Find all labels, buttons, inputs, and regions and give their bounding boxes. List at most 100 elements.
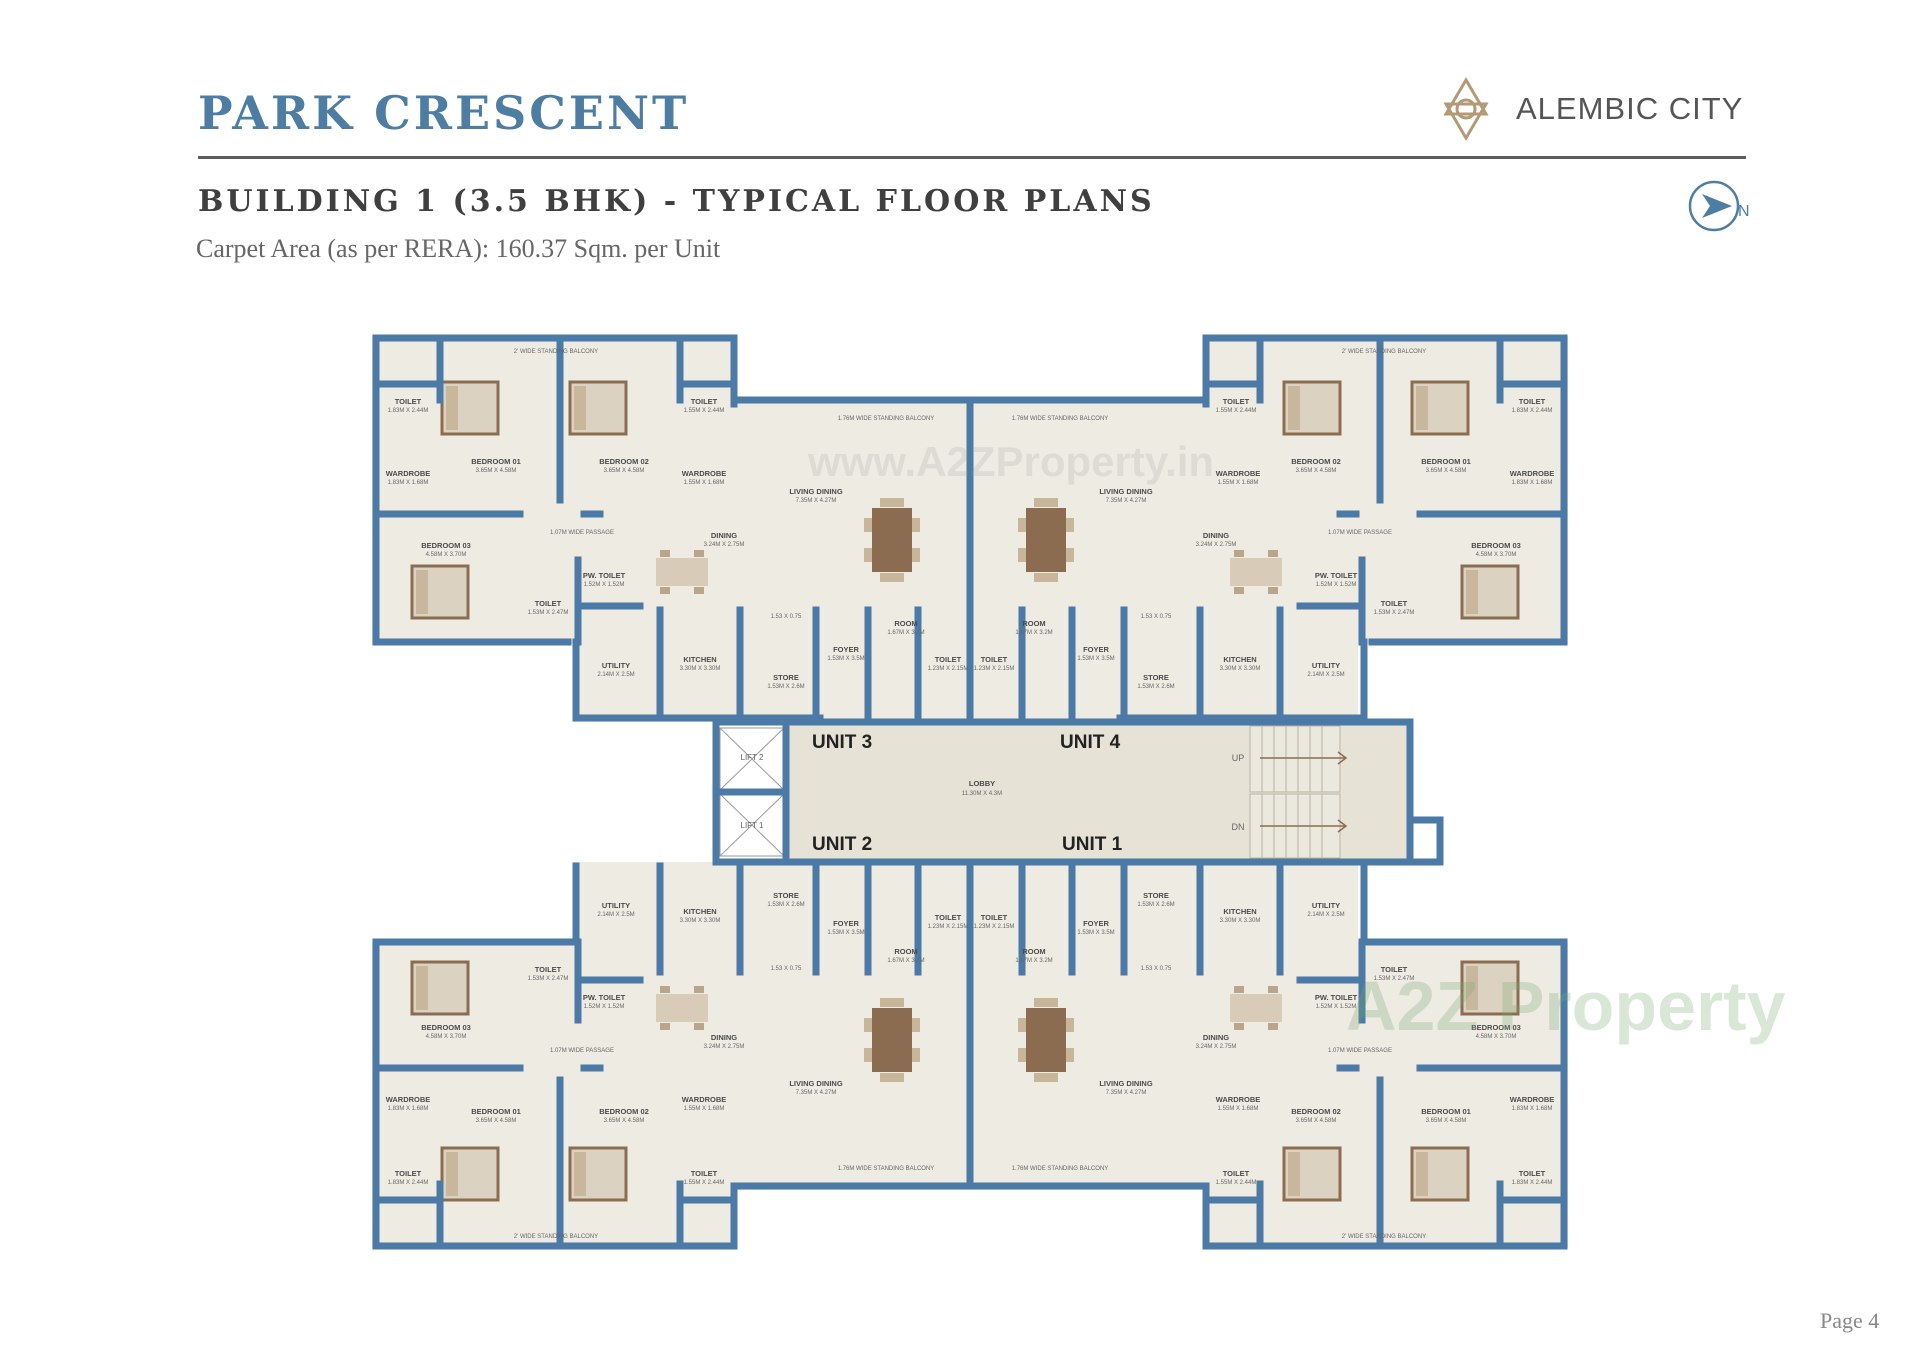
bedroom-01-label: BEDROOM 01 — [471, 1107, 521, 1116]
wardrobe-label: WARDROBE — [1510, 1095, 1555, 1104]
store-dimension: 1.53M X 2.6M — [1137, 684, 1174, 690]
toilet-label: TOILET — [535, 599, 562, 608]
toilet-label: TOILET — [981, 655, 1008, 664]
brand-name: ALEMBIC CITY — [1516, 91, 1744, 126]
foyer-label: FOYER — [1083, 645, 1109, 654]
bedroom-01-label: BEDROOM 01 — [1421, 457, 1471, 466]
toilet-dimension: 1.83M X 2.44M — [1512, 408, 1553, 414]
utility-dimension: 2.14M X 2.5M — [1307, 672, 1344, 678]
living-dimension: 7.35M X 4.27M — [796, 1090, 837, 1096]
living-dimension: 7.35M X 4.27M — [1106, 498, 1147, 504]
unit-2-rooms: STORE 1.53M X 2.6M UTILITY 2.14M X 2.5M … — [386, 891, 969, 1240]
lobby-label: LOBBY — [969, 779, 995, 788]
unit-3-label: UNIT 3 — [812, 732, 872, 753]
utility-dimension: 2.14M X 2.5M — [1307, 912, 1344, 918]
utility-dimension: 2.14M X 2.5M — [597, 912, 634, 918]
bedroom-03-dimension: 4.58M X 3.70M — [1476, 1034, 1517, 1040]
toilet-label: TOILET — [1223, 397, 1250, 406]
wardrobe-dimension: 1.83M X 1.68M — [388, 480, 429, 486]
pw-toilet-label: PW. TOILET — [1315, 993, 1358, 1002]
dining-dimension: 3.24M X 2.75M — [1196, 542, 1237, 548]
store-label: STORE — [1143, 673, 1169, 682]
wardrobe-dimension: 1.83M X 1.68M — [1512, 480, 1553, 486]
stair-dn-label: DN — [1232, 822, 1245, 832]
living-dimension: 7.35M X 4.27M — [1106, 1090, 1147, 1096]
store-dimension: 1.53M X 2.6M — [767, 902, 804, 908]
kitchen-label: KITCHEN — [683, 907, 716, 916]
brand-block: ALEMBIC CITY — [1436, 76, 1743, 142]
project-title: PARK CRESCENT — [198, 86, 690, 140]
lobby-dimension: 11.30M X 4.3M — [962, 791, 1002, 797]
alembic-star-logo-icon — [1443, 77, 1489, 141]
pw-toilet-dimension: 1.52M X 1.52M — [584, 1004, 625, 1010]
living-dining-label: LIVING DINING — [1099, 1079, 1153, 1088]
toilet-dimension: 1.53M X 2.47M — [528, 976, 569, 982]
stair-up-label: UP — [1232, 753, 1245, 763]
kitchen-dimension: 3.30M X 3.30M — [1220, 666, 1261, 672]
toilet-dimension: 1.55M X 2.44M — [1216, 408, 1257, 414]
staircase — [1249, 725, 1348, 859]
bedroom-02-label: BEDROOM 02 — [599, 1107, 649, 1116]
toilet-dimension: 1.53M X 2.47M — [1374, 976, 1415, 982]
unit-1-label: UNIT 1 — [1062, 834, 1123, 855]
pw-toilet-dimension: 1.52M X 1.52M — [1316, 1004, 1357, 1010]
passage-label: 1.07M WIDE PASSAGE — [1328, 1048, 1392, 1054]
utility-label: UTILITY — [1312, 661, 1340, 670]
store-label: STORE — [773, 673, 799, 682]
foyer-dimension: 1.53M X 3.5M — [827, 930, 864, 936]
bedroom-02-label: BEDROOM 02 — [1291, 457, 1341, 466]
passage-label: 1.07M WIDE PASSAGE — [550, 1048, 614, 1054]
bedroom-dimension: 3.65M X 4.58M — [1426, 1118, 1467, 1124]
toilet-label: TOILET — [935, 913, 962, 922]
toilet-label: TOILET — [1381, 599, 1408, 608]
pw-toilet-label: PW. TOILET — [583, 571, 626, 580]
shaft-dimension: 1.53 X 0.75 — [1141, 966, 1172, 972]
balcony-label: 2' WIDE STANDING BALCONY — [1342, 1234, 1426, 1240]
living-dining-label: LIVING DINING — [789, 487, 843, 496]
living-dining-label: LIVING DINING — [1099, 487, 1153, 496]
shaft-dimension: 1.53 X 0.75 — [771, 966, 802, 972]
watermark-bottom: A2Z Property — [1346, 967, 1786, 1045]
unit-1-rooms: STORE 1.53M X 2.6M UTILITY 2.14M X 2.5M … — [974, 891, 1555, 1240]
kitchen-label: KITCHEN — [1223, 907, 1256, 916]
unit-2-label: UNIT 2 — [812, 834, 872, 855]
store-dimension: 1.53M X 2.6M — [767, 684, 804, 690]
room-label: ROOM — [1022, 947, 1045, 956]
bedroom-dimension: 3.65M X 4.58M — [1296, 1118, 1337, 1124]
dining-label: DINING — [711, 1033, 737, 1042]
unit-4-label: UNIT 4 — [1060, 732, 1121, 753]
bedroom-01-label: BEDROOM 01 — [1421, 1107, 1471, 1116]
toilet-dimension: 1.83M X 2.44M — [1512, 1180, 1553, 1186]
bedroom-03-dimension: 4.58M X 3.70M — [426, 552, 467, 558]
carpet-area-text: Carpet Area (as per RERA): 160.37 Sqm. p… — [196, 234, 721, 263]
toilet-dimension: 1.55M X 2.44M — [684, 1180, 725, 1186]
wardrobe-dimension: 1.83M X 1.68M — [1512, 1106, 1553, 1112]
bedroom-03-dimension: 4.58M X 3.70M — [426, 1034, 467, 1040]
wardrobe-label: WARDROBE — [1216, 1095, 1261, 1104]
unit-4-rooms: 2' WIDE STANDING BALCONY TOILET 1.55M X … — [974, 349, 1555, 690]
balcony-label: 1.76M WIDE STANDING BALCONY — [838, 416, 935, 422]
foyer-label: FOYER — [833, 645, 859, 654]
bedroom-02-label: BEDROOM 02 — [599, 457, 649, 466]
toilet-label: TOILET — [935, 655, 962, 664]
bedroom-03-label: BEDROOM 03 — [421, 541, 471, 550]
foyer-label: FOYER — [833, 919, 859, 928]
toilet-label: TOILET — [1519, 397, 1546, 406]
wardrobe-dimension: 1.55M X 1.68M — [1218, 1106, 1259, 1112]
watermark-top: www.A2ZProperty.in — [808, 438, 1215, 485]
dining-label: DINING — [1203, 531, 1229, 540]
toilet-label: TOILET — [1519, 1169, 1546, 1178]
toilet-label: TOILET — [395, 397, 422, 406]
lift-2-label: LIFT 2 — [741, 753, 765, 762]
wardrobe-dimension: 1.55M X 1.68M — [684, 480, 725, 486]
dining-dimension: 3.24M X 2.75M — [1196, 1044, 1237, 1050]
room-dimension: 1.67M X 3.2M — [887, 958, 924, 964]
utility-label: UTILITY — [602, 661, 630, 670]
store-dimension: 1.53M X 2.6M — [1137, 902, 1174, 908]
dining-label: DINING — [711, 531, 737, 540]
pw-toilet-label: PW. TOILET — [1315, 571, 1358, 580]
pw-toilet-dimension: 1.52M X 1.52M — [1316, 582, 1357, 588]
toilet-dimension: 1.83M X 2.44M — [388, 408, 429, 414]
balcony-label: 1.76M WIDE STANDING BALCONY — [838, 1166, 935, 1172]
